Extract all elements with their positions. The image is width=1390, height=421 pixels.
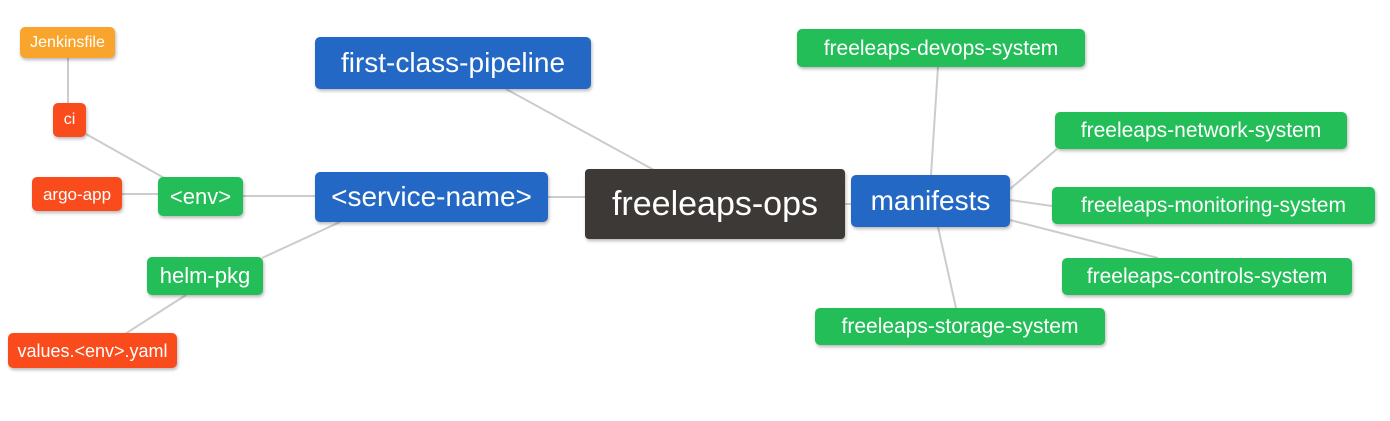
node-first-class-pipeline[interactable]: first-class-pipeline: [315, 37, 591, 89]
node-values-env-yaml[interactable]: values.<env>.yaml: [8, 333, 177, 368]
node-helm-pkg[interactable]: helm-pkg: [147, 257, 263, 295]
node-freeleaps-controls-system[interactable]: freeleaps-controls-system: [1062, 258, 1352, 295]
edge-service-name-helm-pkg: [261, 221, 341, 259]
edge-ci-env: [85, 133, 167, 180]
edge-manifests-devops-system: [930, 66, 939, 176]
node-jenkinsfile[interactable]: Jenkinsfile: [20, 27, 115, 58]
edge-manifests-monitoring-system: [1009, 199, 1053, 207]
edge-manifests-controls-system: [1009, 219, 1159, 259]
node-freeleaps-devops-system[interactable]: freeleaps-devops-system: [797, 29, 1085, 67]
node-manifests[interactable]: manifests: [851, 175, 1010, 227]
node-ci[interactable]: ci: [53, 103, 86, 137]
node-freeleaps-storage-system[interactable]: freeleaps-storage-system: [815, 308, 1105, 345]
node-freeleaps-network-system[interactable]: freeleaps-network-system: [1055, 112, 1347, 149]
node-freeleaps-ops-root[interactable]: freeleaps-ops: [585, 169, 845, 239]
node-env[interactable]: <env>: [158, 177, 243, 216]
edge-helm-pkg-values-yaml: [124, 294, 187, 335]
node-argo-app[interactable]: argo-app: [32, 177, 122, 211]
edge-manifests-storage-system: [937, 226, 957, 309]
edge-manifests-network-system: [1009, 148, 1058, 190]
edge-first-class-pipeline-root: [505, 88, 655, 171]
node-freeleaps-monitoring-system[interactable]: freeleaps-monitoring-system: [1052, 187, 1375, 224]
node-service-name[interactable]: <service-name>: [315, 172, 548, 222]
